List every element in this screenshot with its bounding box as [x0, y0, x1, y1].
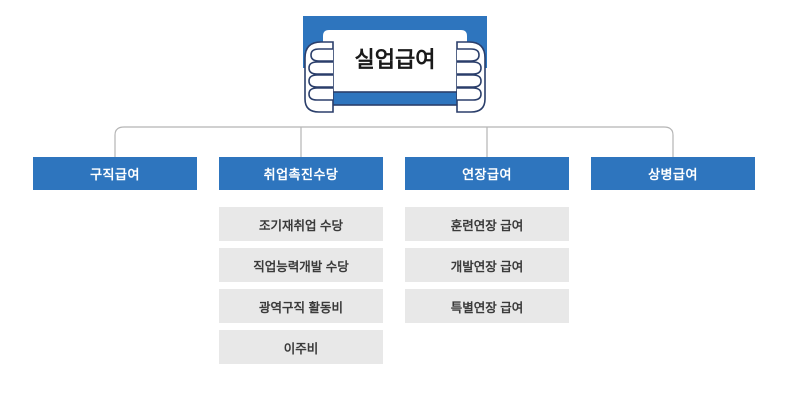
branch-columns: 구직급여 취업촉진수당 조기재취업 수당 직업능력개발 수당 광역구직 활동비 … — [0, 157, 788, 413]
branch-header-0[interactable]: 구직급여 — [33, 157, 197, 190]
hands-holding-sign-icon — [303, 16, 487, 113]
branch-column-2: 연장급여 훈련연장 급여 개발연장 급여 특별연장 급여 — [405, 157, 569, 330]
branch-children-2: 훈련연장 급여 개발연장 급여 특별연장 급여 — [405, 207, 569, 323]
branch-header-3[interactable]: 상병급여 — [591, 157, 755, 190]
branch-column-0: 구직급여 — [33, 157, 197, 207]
branch-children-1: 조기재취업 수당 직업능력개발 수당 광역구직 활동비 이주비 — [219, 207, 383, 364]
child-item[interactable]: 직업능력개발 수당 — [219, 248, 383, 282]
child-item[interactable]: 조기재취업 수당 — [219, 207, 383, 241]
branch-header-2[interactable]: 연장급여 — [405, 157, 569, 190]
branch-column-3: 상병급여 — [591, 157, 755, 207]
connector-lines — [114, 126, 674, 157]
branch-column-1: 취업촉진수당 조기재취업 수당 직업능력개발 수당 광역구직 활동비 이주비 — [219, 157, 383, 371]
child-item[interactable]: 특별연장 급여 — [405, 289, 569, 323]
child-item[interactable]: 개발연장 급여 — [405, 248, 569, 282]
root-node[interactable]: 실업급여 — [285, 2, 505, 120]
branch-header-1[interactable]: 취업촉진수당 — [219, 157, 383, 190]
child-item[interactable]: 이주비 — [219, 330, 383, 364]
child-item[interactable]: 훈련연장 급여 — [405, 207, 569, 241]
child-item[interactable]: 광역구직 활동비 — [219, 289, 383, 323]
